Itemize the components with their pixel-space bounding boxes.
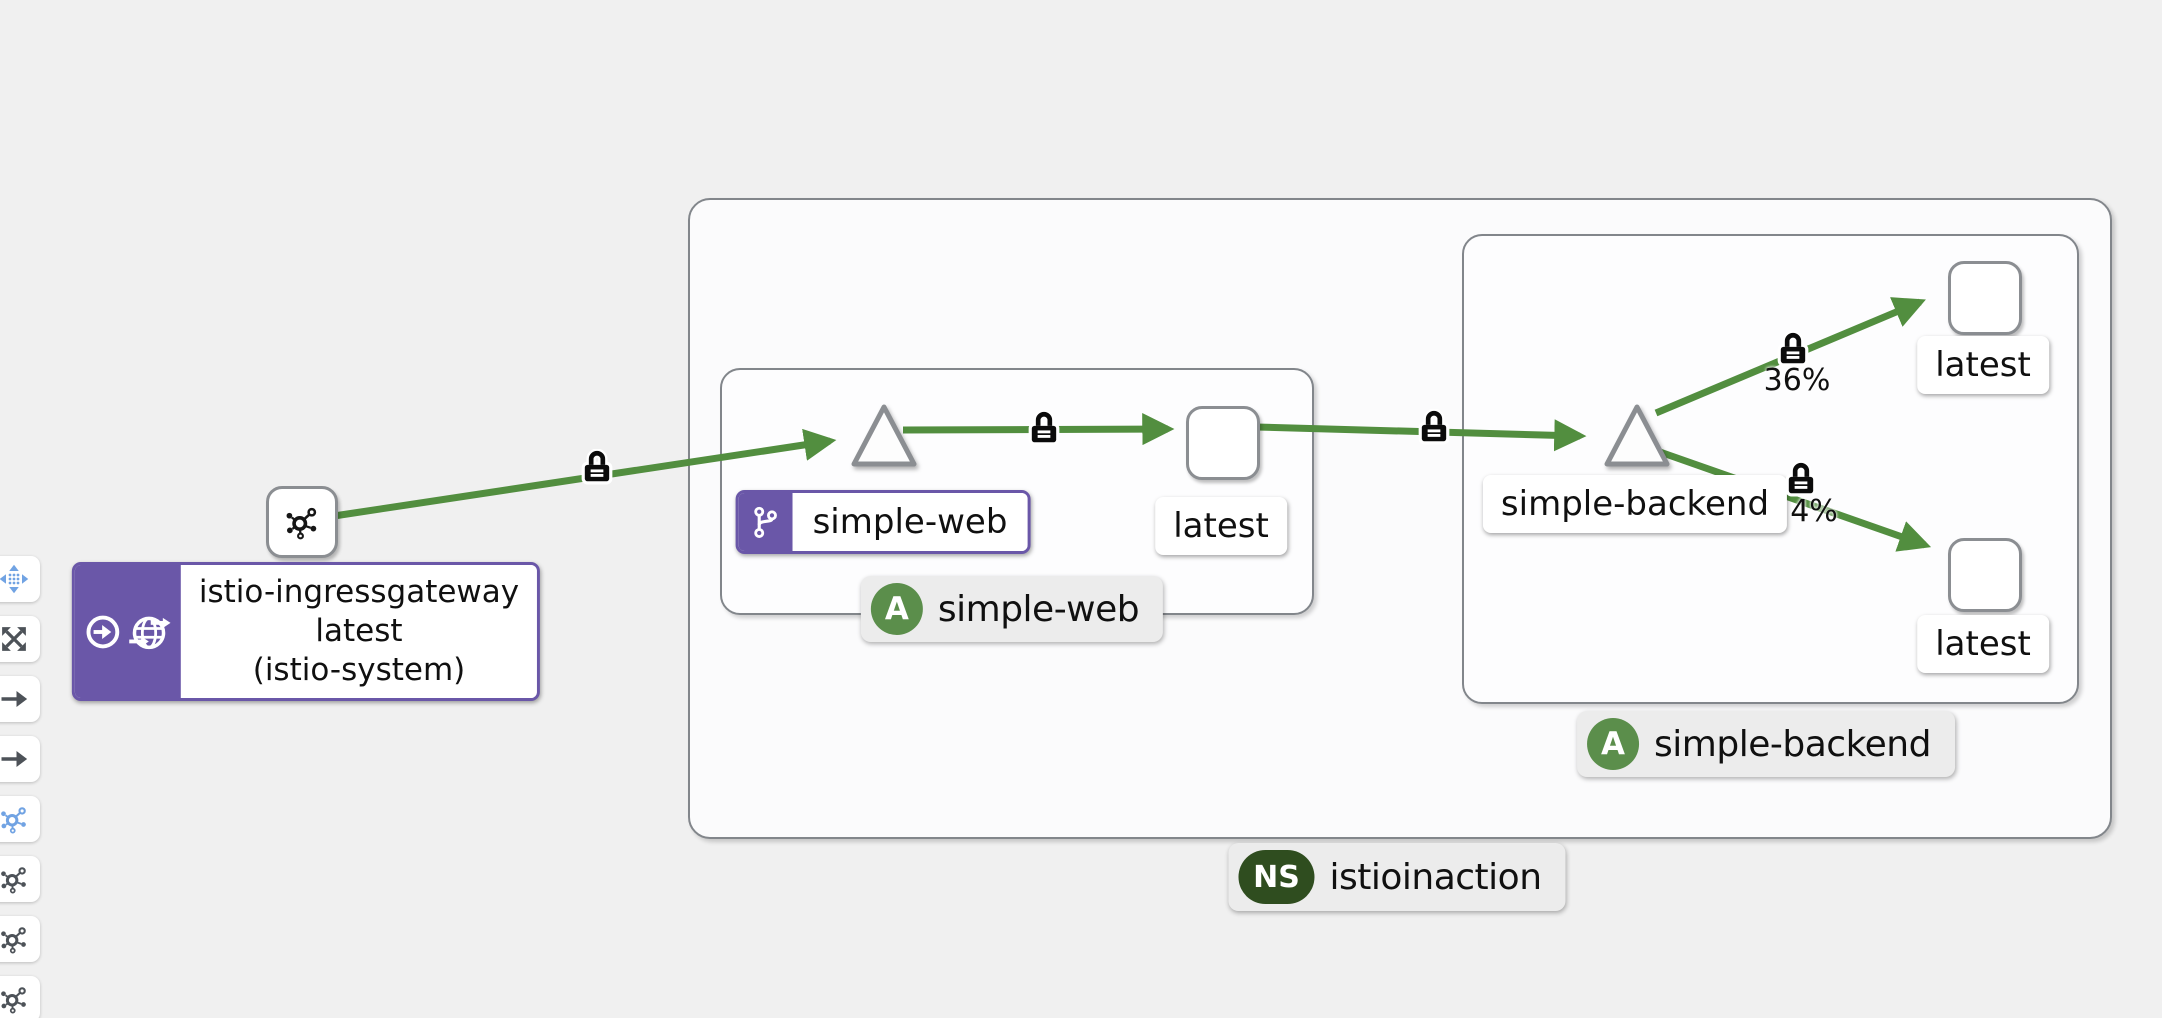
toolbar-button-expand[interactable]: [0, 616, 40, 662]
app-badge-icon: A: [870, 583, 923, 635]
badge-app-simple-web[interactable]: A simple-web: [860, 576, 1164, 642]
label-simple-backend-latest-2[interactable]: latest: [1917, 615, 2049, 673]
mtls-lock-icon: [1417, 409, 1451, 445]
graph-toolbar: [0, 556, 40, 1018]
badge-app-simple-backend[interactable]: A simple-backend: [1577, 711, 1955, 777]
arrow-right-icon: [0, 684, 29, 714]
virtual-service-icon: [754, 506, 777, 539]
namespace-badge-icon: NS: [1238, 850, 1315, 904]
simple-web-label-text: simple-web: [792, 493, 1028, 551]
edge-backend-to-latest2: [1658, 448, 1932, 552]
gateway-badge-chip: [74, 565, 181, 698]
toolbar-button-topology-4[interactable]: [0, 976, 40, 1018]
move-icon: [0, 564, 29, 594]
edge-percent-36: 36%: [1763, 363, 1831, 398]
gateway-label-line2: latest: [315, 613, 403, 649]
label-istio-ingressgateway[interactable]: istio-ingressgateway latest (istio-syste…: [71, 562, 541, 701]
mtls-lock-icon: [1784, 461, 1818, 497]
node-service-simple-backend[interactable]: [1601, 401, 1673, 473]
node-workload-simple-backend-latest-1[interactable]: [1948, 261, 2022, 335]
toolbar-button-topology-1[interactable]: [0, 796, 40, 842]
virtual-service-chip: [738, 493, 793, 551]
mtls-lock-icon: [1027, 410, 1061, 446]
toolbar-button-topology-2[interactable]: [0, 856, 40, 902]
app-badge-icon: A: [1587, 718, 1640, 770]
label-simple-web-latest[interactable]: latest: [1155, 497, 1287, 555]
mtls-lock-icon: [1776, 331, 1810, 367]
gateway-label-line1: istio-ingressgateway: [198, 574, 520, 610]
node-istio-ingressgateway[interactable]: [266, 486, 338, 558]
topology-icon: [0, 984, 29, 1014]
edge-percent-4: 4%: [1790, 494, 1838, 529]
arrow-right-icon: [0, 744, 29, 774]
root-arrow-icon: [86, 615, 120, 648]
label-simple-web[interactable]: simple-web: [735, 490, 1031, 554]
toolbar-button-arrow-2[interactable]: [0, 736, 40, 782]
expand-arrows-icon: [0, 624, 29, 654]
topology-icon: [0, 804, 29, 834]
node-workload-simple-backend-latest-2[interactable]: [1948, 538, 2022, 612]
badge-app-simple-backend-text: simple-backend: [1654, 723, 1931, 765]
mesh-node-icon: [284, 504, 320, 540]
badge-app-simple-web-text: simple-web: [937, 588, 1140, 630]
node-service-simple-web[interactable]: [848, 401, 920, 473]
node-workload-simple-web-latest[interactable]: [1186, 406, 1260, 480]
topology-icon: [0, 864, 29, 894]
toolbar-button-move[interactable]: [0, 556, 40, 602]
label-simple-backend[interactable]: simple-backend: [1482, 475, 1788, 533]
gateway-globe-icon: [129, 616, 171, 649]
gateway-label-line3: (istio-system): [252, 652, 466, 688]
mtls-lock-icon: [580, 449, 614, 485]
topology-icon: [0, 924, 29, 954]
label-simple-backend-latest-1[interactable]: latest: [1917, 336, 2049, 394]
toolbar-button-arrow-1[interactable]: [0, 676, 40, 722]
edge-latest-to-backend: [1255, 419, 1587, 452]
badge-namespace-istioinaction[interactable]: NS istioinaction: [1228, 843, 1566, 911]
badge-namespace-text: istioinaction: [1329, 856, 1542, 898]
toolbar-button-topology-3[interactable]: [0, 916, 40, 962]
